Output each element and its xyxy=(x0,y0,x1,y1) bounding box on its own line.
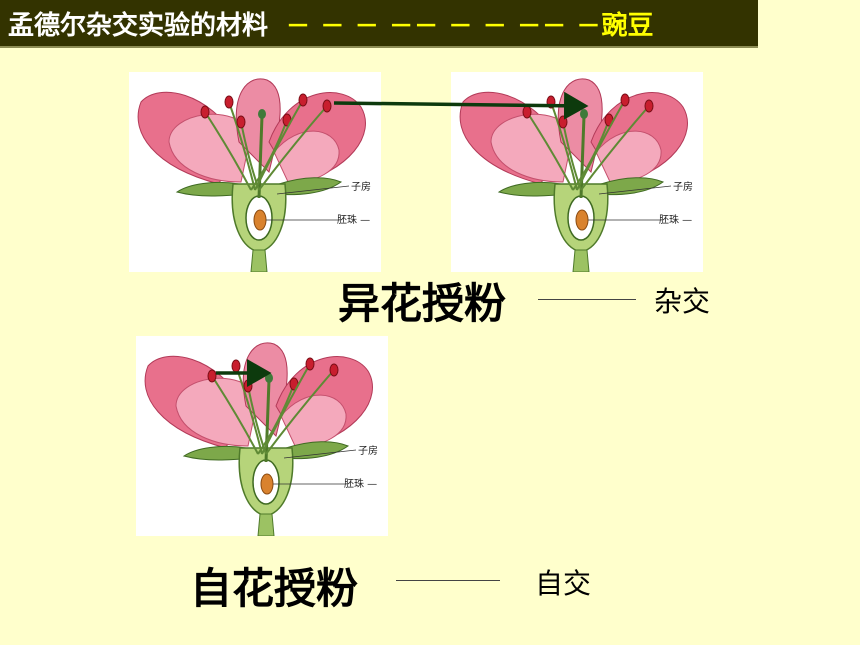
stamen-anther xyxy=(620,93,630,107)
slide-title: 孟德尔杂交实验的材料 xyxy=(8,10,269,41)
stamen-filament xyxy=(211,375,259,455)
pistil-style xyxy=(264,379,271,463)
stamen-anther xyxy=(329,363,339,377)
pistil-style xyxy=(257,115,264,199)
stamen-filament xyxy=(550,101,578,191)
stamen-anther xyxy=(200,105,210,119)
cross-meaning: 杂交 xyxy=(654,285,711,318)
sepal-right xyxy=(277,441,350,460)
title-dashes: － － － －－ － － －－ － xyxy=(286,11,602,40)
flower-diagram-cross-right: 子房胚珠 — xyxy=(451,72,703,272)
pistil-stigma xyxy=(580,109,588,119)
pistil-style xyxy=(579,115,586,199)
stamen-anther xyxy=(558,115,568,129)
cross-pollination-term: 异花授粉 xyxy=(338,279,507,328)
self-meaning: 自交 xyxy=(535,567,592,600)
stamen-filament xyxy=(228,101,256,191)
stamen-filament xyxy=(526,111,574,191)
stamen-anther xyxy=(546,95,556,109)
pistil-stigma xyxy=(258,109,266,119)
ovary-leader-line xyxy=(283,449,357,459)
stamen-anther xyxy=(224,95,234,109)
ovule xyxy=(260,473,274,495)
ovary-leader-line xyxy=(598,185,672,195)
stamen-filament xyxy=(265,369,335,455)
stamen-anther xyxy=(207,369,217,383)
petal-left-inner xyxy=(168,113,252,183)
stamen-filament xyxy=(261,363,311,455)
ovule-label: 胚珠 — xyxy=(659,213,692,226)
stamen-filament xyxy=(204,111,252,191)
sepal-right xyxy=(270,177,343,196)
petal-left-inner xyxy=(175,377,259,447)
pistil-stigma xyxy=(265,373,273,383)
ovary-leader-line xyxy=(276,185,350,195)
stamen-anther xyxy=(243,379,253,393)
flower-diagram-cross-left: 子房胚珠 — xyxy=(129,72,381,272)
stamen-anther xyxy=(231,359,241,373)
flower-stalk xyxy=(250,249,268,272)
stamen-anther xyxy=(305,357,315,371)
ovule xyxy=(253,209,267,231)
self-connector-line xyxy=(396,580,500,581)
title-bar: 孟德尔杂交实验的材料 － － － －－ － － －－ － 豌豆 xyxy=(0,0,758,48)
stamen-anther xyxy=(298,93,308,107)
stamen-filament xyxy=(576,99,626,191)
stamen-anther xyxy=(236,115,246,129)
stamen-filament xyxy=(580,105,650,191)
sepal-right xyxy=(592,177,665,196)
ovule xyxy=(575,209,589,231)
petal-left-inner xyxy=(490,113,574,183)
stamen-anther xyxy=(522,105,532,119)
ovary-label: 子房 xyxy=(673,180,693,193)
self-pollination-term: 自花授粉 xyxy=(190,564,359,613)
ovule-label: 胚珠 — xyxy=(337,213,370,226)
ovary-label: 子房 xyxy=(358,444,378,457)
ovule-label: 胚珠 — xyxy=(344,477,377,490)
flower-stalk xyxy=(572,249,590,272)
stamen-filament xyxy=(254,99,304,191)
stamen-anther xyxy=(644,99,654,113)
stamen-filament xyxy=(258,105,328,191)
cross-connector-line xyxy=(538,299,636,300)
title-pea: 豌豆 xyxy=(601,10,654,41)
flower-stalk xyxy=(257,513,275,536)
stamen-anther xyxy=(322,99,332,113)
flower-diagram-self: 子房胚珠 — xyxy=(136,336,388,536)
ovary-label: 子房 xyxy=(351,180,371,193)
